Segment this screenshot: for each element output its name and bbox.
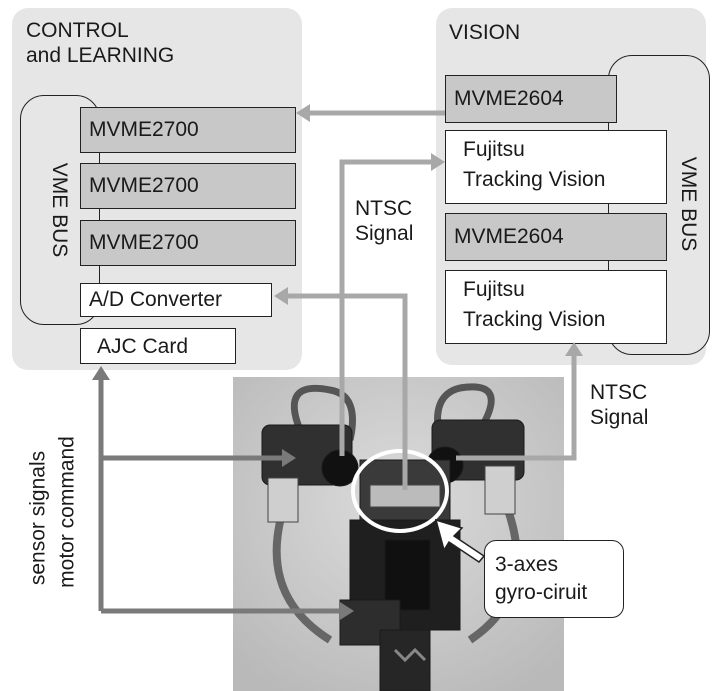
mvme2700-board-2: MVME2700	[80, 163, 296, 209]
vision-panel-title: VISION	[449, 21, 521, 44]
gyro-callout-line2: gyro-ciruit	[495, 581, 588, 604]
sensor-motor-arrows	[98, 372, 344, 614]
ntsc-left-line1: NTSC	[355, 197, 413, 220]
ntsc-right-line2: Signal	[590, 406, 649, 429]
ntsc-left-signal-line	[339, 159, 435, 456]
ntsc-arrows	[285, 110, 577, 490]
adc-feedback-line	[285, 293, 408, 490]
ntsc-right-signal-line	[456, 352, 577, 461]
control-panel-title: CONTROL and LEARNING	[26, 18, 174, 68]
arrowhead-to-ajc	[92, 366, 110, 380]
mvme2700-board-1: MVME2700	[80, 107, 296, 153]
tracking1-line1: Fujitsu	[463, 138, 525, 161]
control-title-line1: CONTROL	[26, 19, 129, 42]
ntsc-left-line2: Signal	[355, 222, 414, 245]
arrowhead-to-adc	[274, 287, 288, 305]
tracking2-line1: Fujitsu	[463, 278, 525, 301]
gyro-circuit-highlight	[351, 449, 449, 533]
control-title-line2: and LEARNING	[26, 44, 175, 67]
ntsc-right-label: NTSC Signal	[590, 380, 648, 430]
ajc-card-board: AJC Card	[80, 328, 236, 364]
tracking1-line2: Tracking Vision	[463, 168, 606, 191]
arrowhead-to-tracking1	[431, 153, 445, 171]
fujitsu-tracking-vision-2: Fujitsu Tracking Vision	[445, 270, 667, 344]
arrowhead-to-robot-lower	[340, 602, 354, 620]
callout-arrow	[434, 518, 486, 563]
mvme2700-label-3: MVME2700	[89, 231, 199, 254]
mvme2700-label-2: MVME2700	[89, 174, 199, 197]
sensor-motor-arrowheads	[92, 366, 354, 620]
mvme2700-board-3: MVME2700	[80, 220, 296, 266]
arrowhead-to-robot-upper	[282, 449, 296, 467]
ad-converter-label: A/D Converter	[89, 288, 223, 311]
ntsc-left-label: NTSC Signal	[353, 196, 416, 246]
ajc-card-label: AJC Card	[97, 335, 189, 358]
ad-converter-board: A/D Converter	[80, 283, 272, 317]
gyro-callout-box: 3-axes gyro-ciruit	[484, 540, 624, 618]
arrowhead-to-mvme2700	[296, 104, 310, 122]
ntsc-right-line1: NTSC	[590, 381, 648, 404]
mvme2700-label-1: MVME2700	[89, 118, 199, 141]
mvme2604-label-bottom: MVME2604	[454, 225, 564, 248]
mvme2604-board-top: MVME2604	[445, 75, 617, 123]
arrowhead-to-tracking2	[565, 342, 583, 356]
sensor-signals-label: sensor signals	[26, 450, 50, 586]
mvme2604-label-top: MVME2604	[454, 87, 564, 110]
ntsc-arrowheads	[274, 104, 583, 356]
motor-command-label: motor command	[55, 436, 79, 588]
fujitsu-tracking-vision-1: Fujitsu Tracking Vision	[445, 130, 667, 204]
mvme2604-board-bottom: MVME2604	[445, 213, 667, 261]
gyro-callout-line1: 3-axes	[495, 553, 559, 576]
tracking2-line2: Tracking Vision	[463, 308, 606, 331]
